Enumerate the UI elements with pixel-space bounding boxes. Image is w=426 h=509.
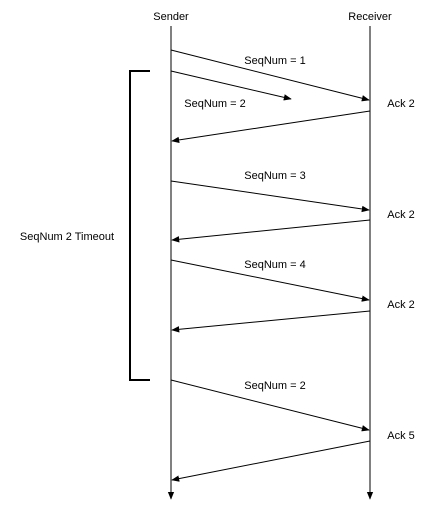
timeout-label: SeqNum 2 Timeout [20,231,114,243]
message-seq4-label: SeqNum = 4 [244,259,305,271]
message-seq2-lost-arrow [170,70,292,101]
message-seq4-arrow [170,259,370,302]
ack-1-arrow [171,110,371,144]
message-seq3-label: SeqNum = 3 [244,170,305,182]
ack-3-label: Ack 2 [387,299,415,311]
message-seq3-arrow [170,180,370,213]
message-seq2-retransmit-arrow [170,379,370,432]
ack-5-label: Ack 5 [387,430,415,442]
ack-3-arrow [171,310,371,333]
ack-2-label: Ack 2 [387,209,415,221]
ack-5-arrow [171,440,371,482]
message-seq1-arrow [170,49,370,102]
message-seq1-label: SeqNum = 1 [244,55,305,67]
receiver-label: Receiver [348,11,392,23]
sender-label: Sender [153,11,189,23]
message-seq2-retransmit-label: SeqNum = 2 [244,380,305,392]
message-seq2-lost-label: SeqNum = 2 [184,98,245,110]
ack-1-label: Ack 2 [387,98,415,110]
timeout-bracket [129,70,150,381]
ack-2-arrow [171,219,371,243]
